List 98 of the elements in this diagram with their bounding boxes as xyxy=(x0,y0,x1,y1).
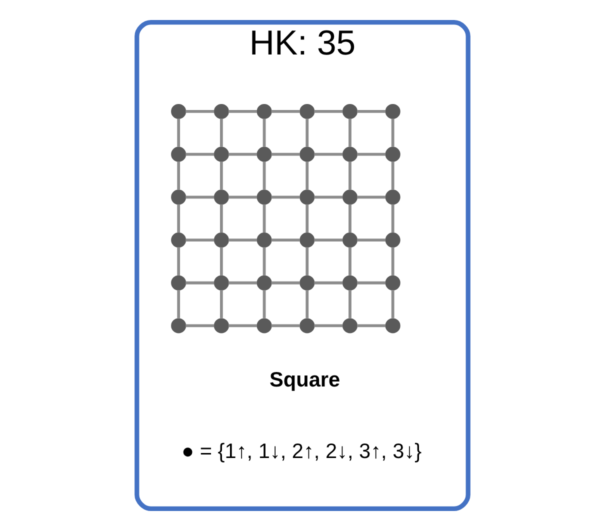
label: ● = {1↑, 1↓, 2↑, 2↓, 3↑, 3↓} xyxy=(180,440,422,464)
connector xyxy=(390,290,394,318)
connector xyxy=(228,238,256,242)
connector xyxy=(305,247,308,276)
node-circle xyxy=(213,146,228,162)
connector xyxy=(185,196,214,199)
connector xyxy=(348,204,351,233)
node-circle xyxy=(256,190,272,205)
connector xyxy=(185,238,214,242)
connector xyxy=(270,196,300,199)
node-circle xyxy=(342,318,357,334)
connector xyxy=(314,152,342,156)
connector xyxy=(348,118,351,147)
node-circle xyxy=(342,275,357,290)
connector xyxy=(348,290,351,318)
connector xyxy=(305,161,308,190)
connector xyxy=(356,196,386,199)
node-circle xyxy=(299,190,314,205)
node-circle xyxy=(342,146,357,162)
connector xyxy=(185,324,214,328)
node-circle xyxy=(384,146,400,162)
connector xyxy=(185,110,214,113)
node-circle xyxy=(299,146,314,162)
connector xyxy=(356,324,386,328)
connector xyxy=(262,161,266,190)
connector xyxy=(270,324,300,328)
connector xyxy=(262,247,266,276)
node-circle xyxy=(213,104,228,119)
connector xyxy=(270,238,300,242)
connector xyxy=(185,152,214,156)
connector xyxy=(219,247,222,276)
connector xyxy=(390,204,394,233)
connector xyxy=(176,247,180,276)
connector xyxy=(314,238,342,242)
node-circle xyxy=(170,275,186,290)
node-circle xyxy=(213,190,228,205)
node-circle xyxy=(299,232,314,248)
connector xyxy=(390,118,394,147)
connector xyxy=(176,290,180,318)
connector xyxy=(348,161,351,190)
node-circle xyxy=(299,275,314,290)
connector xyxy=(270,152,300,156)
connector xyxy=(219,204,222,233)
connector xyxy=(356,238,386,242)
node-circle xyxy=(299,104,314,119)
node-circle xyxy=(256,275,272,290)
node-circle xyxy=(170,232,186,248)
connector xyxy=(314,324,342,328)
node-circle xyxy=(213,318,228,334)
connector xyxy=(270,281,300,284)
node-circle xyxy=(170,318,186,334)
node-circle xyxy=(256,318,272,334)
node-circle xyxy=(170,190,186,205)
node-circle xyxy=(213,232,228,248)
connector xyxy=(219,161,222,190)
node-circle xyxy=(342,190,357,205)
connector xyxy=(314,281,342,284)
connector xyxy=(314,110,342,113)
node-circle xyxy=(384,232,400,248)
node-circle xyxy=(384,318,400,334)
node-circle xyxy=(342,232,357,248)
connector xyxy=(305,118,308,147)
node-circle xyxy=(342,104,357,119)
node-circle xyxy=(299,318,314,334)
connector xyxy=(348,247,351,276)
connector xyxy=(228,281,256,284)
connector xyxy=(185,281,214,284)
node-circle xyxy=(170,146,186,162)
connector xyxy=(176,204,180,233)
connector xyxy=(356,281,386,284)
connector xyxy=(176,118,180,147)
connector xyxy=(228,110,256,113)
connector xyxy=(262,204,266,233)
connector xyxy=(262,290,266,318)
node-circle xyxy=(384,275,400,290)
connector xyxy=(270,110,300,113)
connector xyxy=(305,290,308,318)
label: Square xyxy=(268,368,340,392)
connector xyxy=(390,247,394,276)
node-circle xyxy=(170,104,186,119)
node-circle xyxy=(256,146,272,162)
connector xyxy=(305,204,308,233)
connector xyxy=(262,118,266,147)
connector xyxy=(356,152,386,156)
node-circle xyxy=(256,232,272,248)
connector xyxy=(228,196,256,199)
connector xyxy=(228,152,256,156)
connector xyxy=(219,118,222,147)
connector xyxy=(176,161,180,190)
node-circle xyxy=(256,104,272,119)
connector xyxy=(228,324,256,328)
connector xyxy=(356,110,386,113)
connector xyxy=(390,161,394,190)
node-circle xyxy=(213,275,228,290)
connector xyxy=(219,290,222,318)
connector xyxy=(314,196,342,199)
node-circle xyxy=(384,104,400,119)
node-circle xyxy=(384,190,400,205)
